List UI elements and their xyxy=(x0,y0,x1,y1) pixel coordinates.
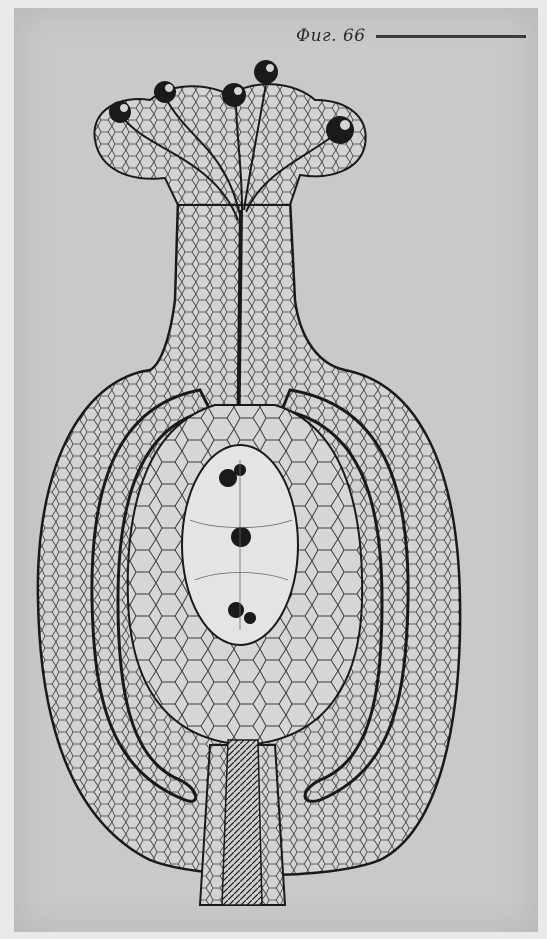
antipodals xyxy=(228,602,244,618)
pollen-grain xyxy=(326,116,354,144)
pollen-grain xyxy=(254,60,278,84)
pollen-grain xyxy=(154,81,176,103)
vascular-bundle xyxy=(222,740,262,905)
central-nucleus xyxy=(231,527,251,547)
pollen-grain xyxy=(109,101,131,123)
pollen-grain xyxy=(222,83,246,107)
